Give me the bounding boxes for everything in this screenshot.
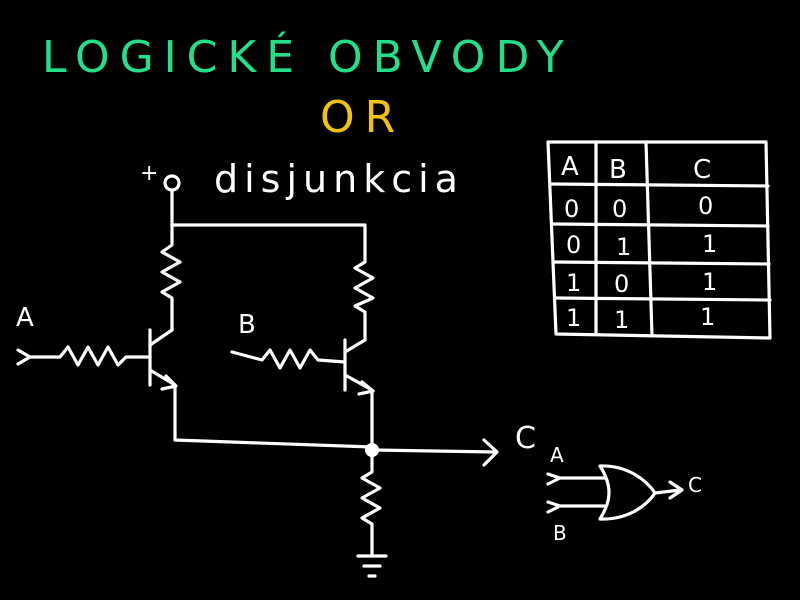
input-b-label: B xyxy=(238,310,256,340)
gate-output-c-label: C xyxy=(688,473,702,497)
resistor-r1 xyxy=(160,223,182,332)
table-header-c: C xyxy=(693,155,711,185)
table-cell: 1 xyxy=(566,304,581,332)
input-a-label: A xyxy=(16,303,34,333)
power-terminal xyxy=(163,174,181,192)
resistor-r2 xyxy=(353,238,375,342)
table-header-a: A xyxy=(561,152,579,182)
table-cell: 1 xyxy=(616,233,631,261)
power-plus-label: + xyxy=(140,161,158,186)
gate-input-a-label: A xyxy=(550,443,564,467)
input-b-base-resistor xyxy=(230,348,347,370)
table-cell: 0 xyxy=(614,270,629,298)
table-cell: 1 xyxy=(702,230,717,258)
table-cell: 1 xyxy=(566,269,581,297)
table-cell: 0 xyxy=(564,195,579,223)
transistor-t1 xyxy=(148,328,374,449)
input-a-base-resistor xyxy=(16,345,152,367)
transistor-t2 xyxy=(343,338,375,449)
truth-table: A B C 0 0 0 0 1 1 1 0 1 1 1 1 xyxy=(546,140,772,340)
table-cell: 0 xyxy=(698,192,713,220)
table-header-b: B xyxy=(609,155,627,185)
output-wire xyxy=(370,438,499,467)
table-cell: 1 xyxy=(702,268,717,296)
or-gate-symbol xyxy=(546,464,684,521)
resistor-r3 xyxy=(360,448,382,557)
table-cell: 1 xyxy=(700,303,715,331)
output-c-label: C xyxy=(515,421,536,456)
table-cell: 0 xyxy=(612,195,627,223)
page-title: LOGICKÉ OBVODY xyxy=(42,30,574,83)
subtitle-or: OR xyxy=(320,92,405,143)
disjunction-label: disjunkcia xyxy=(214,157,464,201)
gate-input-b-label: B xyxy=(553,521,567,545)
table-cell: 0 xyxy=(566,231,581,259)
table-cell: 1 xyxy=(614,306,629,334)
ground-symbol xyxy=(356,554,388,578)
top-rail-wire xyxy=(170,188,367,242)
